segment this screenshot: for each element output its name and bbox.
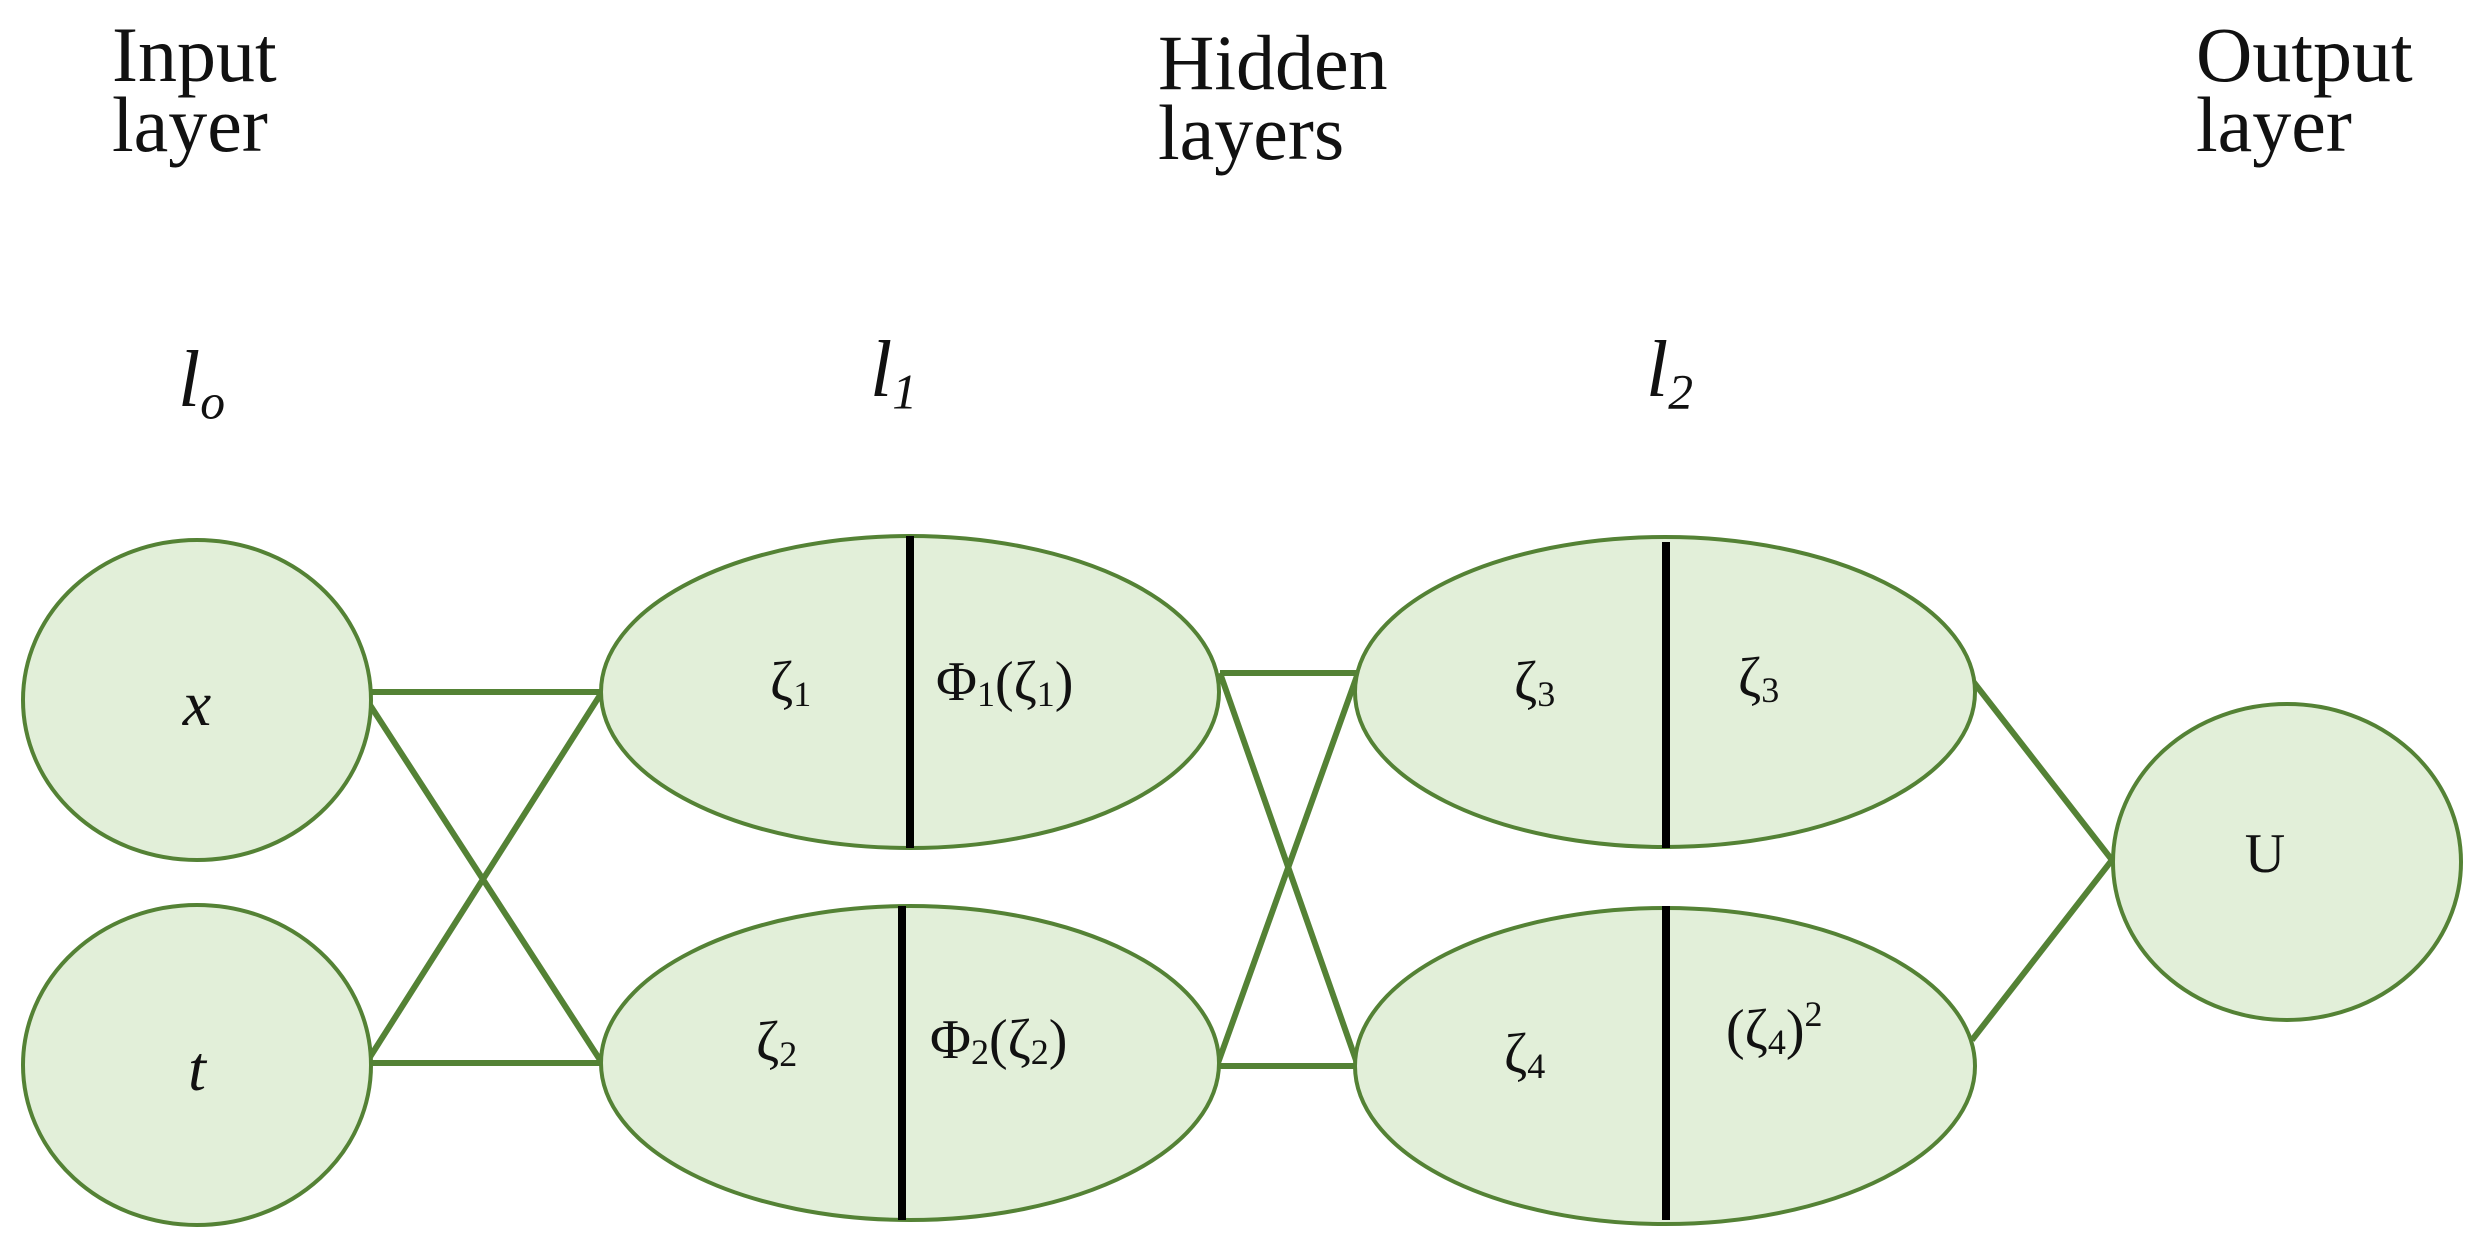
h2-bottom-right-sub: 4 (1768, 1022, 1786, 1062)
h1-bottom-left-base: ζ (756, 1011, 779, 1073)
input-layer-label: Input layer (112, 16, 277, 164)
hidden-layers-label: Hidden layers (1158, 24, 1388, 172)
h1-top-right-pre: Φ (936, 651, 977, 713)
h2-bottom-right-label: (ζ4)2 (1726, 994, 1823, 1062)
edge-h2bottom-output (1969, 858, 2115, 1042)
hidden-layers-label-line2: layers (1158, 89, 1345, 176)
edge-t-h1top (367, 690, 605, 1059)
input-t-label: t (188, 1033, 208, 1104)
edges (367, 670, 2115, 1069)
h2-bottom-left-base: ζ (1504, 1023, 1527, 1085)
edge-h1bottom-h2top (1215, 671, 1361, 1065)
output-layer-label-line1: Output (2196, 11, 2413, 98)
h1-bottom-right-pre: Φ (930, 1009, 971, 1071)
h2-top-right-base: ζ (1738, 647, 1761, 709)
h2-top-left-sub: 3 (1537, 674, 1555, 714)
h1-bottom-right-label: Φ2(ζ2) (930, 1009, 1067, 1072)
h1-bottom-right-arg: ζ (1008, 1009, 1031, 1071)
h1-top-right-arg: ζ (1014, 651, 1037, 713)
h1-bottom-left-label: ζ2 (756, 1011, 797, 1074)
h2-top-right-label: ζ3 (1738, 647, 1779, 710)
input-node-t (21, 903, 373, 1227)
layer-symbol-l1-sub: 1 (892, 364, 918, 420)
input-node-x (21, 538, 373, 862)
edge-x-h1bottom (367, 703, 605, 1065)
hidden-layers-label-line1: Hidden (1158, 19, 1388, 106)
layer-symbol-l1: l1 (870, 330, 917, 432)
h1-top-right-pre-sub: 1 (977, 674, 995, 714)
layer-symbol-l2-base: l (1646, 326, 1669, 414)
h2-bottom-left-label: ζ4 (1504, 1023, 1545, 1086)
h2-bottom-left-sub: 4 (1527, 1046, 1545, 1086)
h2-top-left-base: ζ (1514, 651, 1537, 713)
h2-bottom-right-sup: 2 (1805, 994, 1823, 1034)
input-layer-label-line1: Input (112, 11, 277, 98)
output-u-label: U (2245, 823, 2285, 885)
h1-top-right-arg-sub: 1 (1037, 674, 1055, 714)
hidden-node-h1-bottom (599, 904, 1221, 1222)
layer-symbol-l0: lo (178, 340, 225, 442)
h1-top-left-base: ζ (770, 651, 793, 713)
layer-symbol-l0-sub: o (200, 374, 226, 430)
h2-bottom-right-base: ζ (1745, 999, 1768, 1061)
h1-bottom-right-arg-sub: 2 (1031, 1032, 1049, 1072)
layer-symbol-l1-base: l (870, 326, 893, 414)
edge-h2top-output (1969, 678, 2115, 862)
layer-symbol-l0-base: l (178, 336, 201, 424)
h1-top-left-label: ζ1 (770, 651, 811, 714)
output-layer-label: Output layer (2196, 16, 2413, 164)
h2-top-left-label: ζ3 (1514, 651, 1555, 714)
h1-bottom-left-sub: 2 (779, 1034, 797, 1074)
h1-top-left-sub: 1 (793, 674, 811, 714)
h1-top-right-label: Φ1(ζ1) (936, 651, 1073, 714)
h1-bottom-right-pre-sub: 2 (971, 1032, 989, 1072)
output-node-u (2111, 702, 2463, 1022)
layer-symbol-l2: l2 (1646, 330, 1693, 432)
output-layer-label-line2: layer (2196, 81, 2352, 168)
h2-top-right-sub: 3 (1761, 670, 1779, 710)
layer-symbol-l2-sub: 2 (1668, 364, 1694, 420)
input-layer-label-line2: layer (112, 81, 268, 168)
input-x-label: x (182, 668, 211, 739)
